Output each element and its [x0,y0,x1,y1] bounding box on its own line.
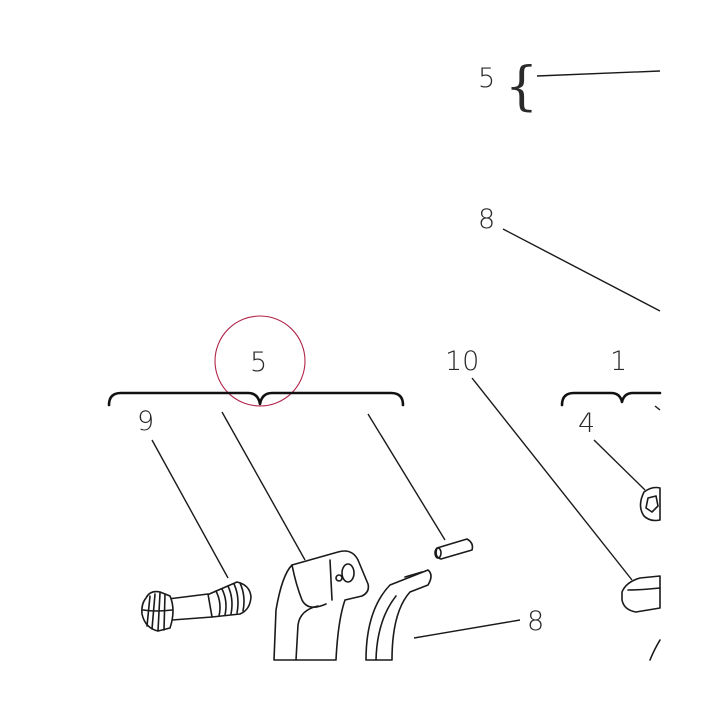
lower-eight-leader [413,619,521,639]
left-group-number: 5 [250,347,267,378]
ten-number: 10 [445,346,479,377]
ten-callout: 10 [445,346,633,581]
four-number: 4 [578,408,595,439]
upper-eight-leader [502,228,661,312]
left-group-callout: 5 [107,315,405,407]
right-group-brace [560,391,662,407]
bracket-hole [341,563,355,583]
right-group-callout: 1 [560,346,662,411]
left-group-brace [107,391,405,407]
screw-part [141,581,252,632]
hex-bolt-part [639,486,661,522]
top-group-leader [536,70,661,77]
top-group-number: 5 [478,63,495,94]
nine-number: 9 [137,406,154,437]
nine-leader [151,439,229,579]
curved-arm-part [365,569,432,661]
pin-leader [367,413,446,541]
four-callout: 4 [578,408,646,491]
right-group-number: 1 [610,346,627,377]
lower-eight-callout: 8 [413,606,544,639]
top-group-brace: { [505,57,538,117]
part-five-leader [221,411,306,561]
right-group-stub [654,405,661,411]
upper-eight-number: 8 [478,204,495,235]
ten-leader [471,377,633,581]
nine-callout: 9 [137,406,229,579]
pin-part [367,413,474,560]
lower-eight-number: 8 [527,606,544,637]
highlight-circle [214,315,306,407]
top-group-callout: 5 { [478,57,661,117]
edge-fragment [649,639,661,661]
bracket-part [273,550,370,661]
upper-eight-callout: 8 [478,204,661,312]
pad-part [621,575,661,613]
four-leader [593,439,646,491]
